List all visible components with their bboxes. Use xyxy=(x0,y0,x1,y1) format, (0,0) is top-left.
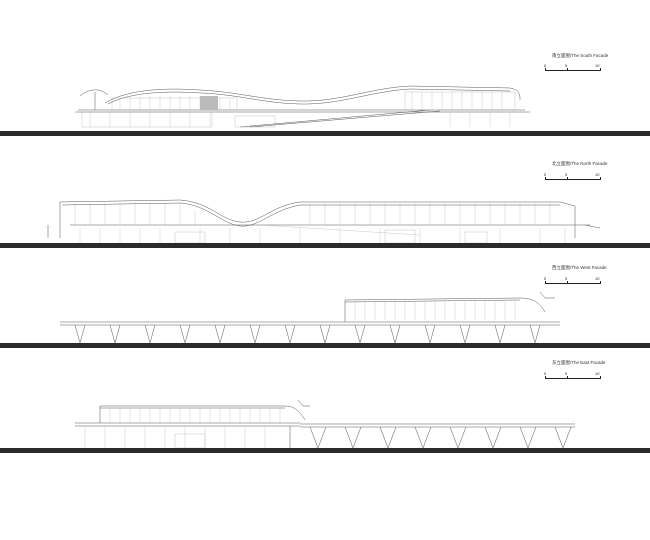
scale-label-10: 10 xyxy=(595,63,600,68)
north-facade-panel: 北立面图/The North Facade 0 5 10 xyxy=(0,140,650,252)
south-facade-drawing xyxy=(75,85,530,128)
scale-tick xyxy=(600,68,601,71)
scale-label-0: 0 xyxy=(544,276,547,281)
north-scale-bar: 0 5 10 xyxy=(544,172,605,185)
west-facade-panel: 西立面图/The West Facade 0 5 10 xyxy=(0,252,650,348)
north-ground-line xyxy=(0,243,650,248)
scale-tick xyxy=(567,177,568,180)
scale-line xyxy=(545,283,601,284)
scale-label-0: 0 xyxy=(544,371,547,376)
west-facade-drawing xyxy=(60,291,560,344)
west-facade-label: 西立面图/The West Facade xyxy=(552,265,607,270)
scale-tick xyxy=(567,68,568,71)
north-facade-drawing xyxy=(47,199,601,244)
east-facade-panel: 东立面图/The East Facade 0 5 10 xyxy=(0,348,650,458)
south-ground-line xyxy=(0,131,650,136)
scale-label-10: 10 xyxy=(595,172,600,177)
south-facade-label: 南立面图/The South Facade xyxy=(552,53,609,58)
scale-tick xyxy=(600,376,601,379)
scale-label-5: 5 xyxy=(565,276,568,281)
scale-line xyxy=(545,70,601,71)
scale-label-5: 5 xyxy=(565,371,568,376)
scale-line xyxy=(545,179,601,180)
south-scale-bar: 0 5 10 xyxy=(544,63,605,76)
north-facade-label: 北立面图/The North Facade xyxy=(552,161,608,166)
east-scale-bar: 0 5 10 xyxy=(544,371,605,384)
east-ground-line xyxy=(0,448,650,453)
scale-line xyxy=(545,378,601,379)
south-facade-panel: 南立面图/The South Facade 0 5 10 xyxy=(0,0,650,140)
scale-label-10: 10 xyxy=(595,276,600,281)
scale-label-5: 5 xyxy=(565,63,568,68)
east-facade-drawing xyxy=(75,399,575,449)
scale-label-0: 0 xyxy=(544,172,547,177)
scale-tick xyxy=(545,281,546,284)
scale-tick xyxy=(600,177,601,180)
scale-label-10: 10 xyxy=(595,371,600,376)
scale-tick xyxy=(545,177,546,180)
scale-label-0: 0 xyxy=(544,63,547,68)
west-ground-line xyxy=(0,343,650,348)
scale-tick xyxy=(600,281,601,284)
scale-label-5: 5 xyxy=(565,172,568,177)
scale-tick xyxy=(567,376,568,379)
east-facade-label: 东立面图/The East Facade xyxy=(552,360,606,365)
scale-tick xyxy=(567,281,568,284)
west-scale-bar: 0 5 10 xyxy=(544,276,605,289)
scale-tick xyxy=(545,68,546,71)
scale-tick xyxy=(545,376,546,379)
